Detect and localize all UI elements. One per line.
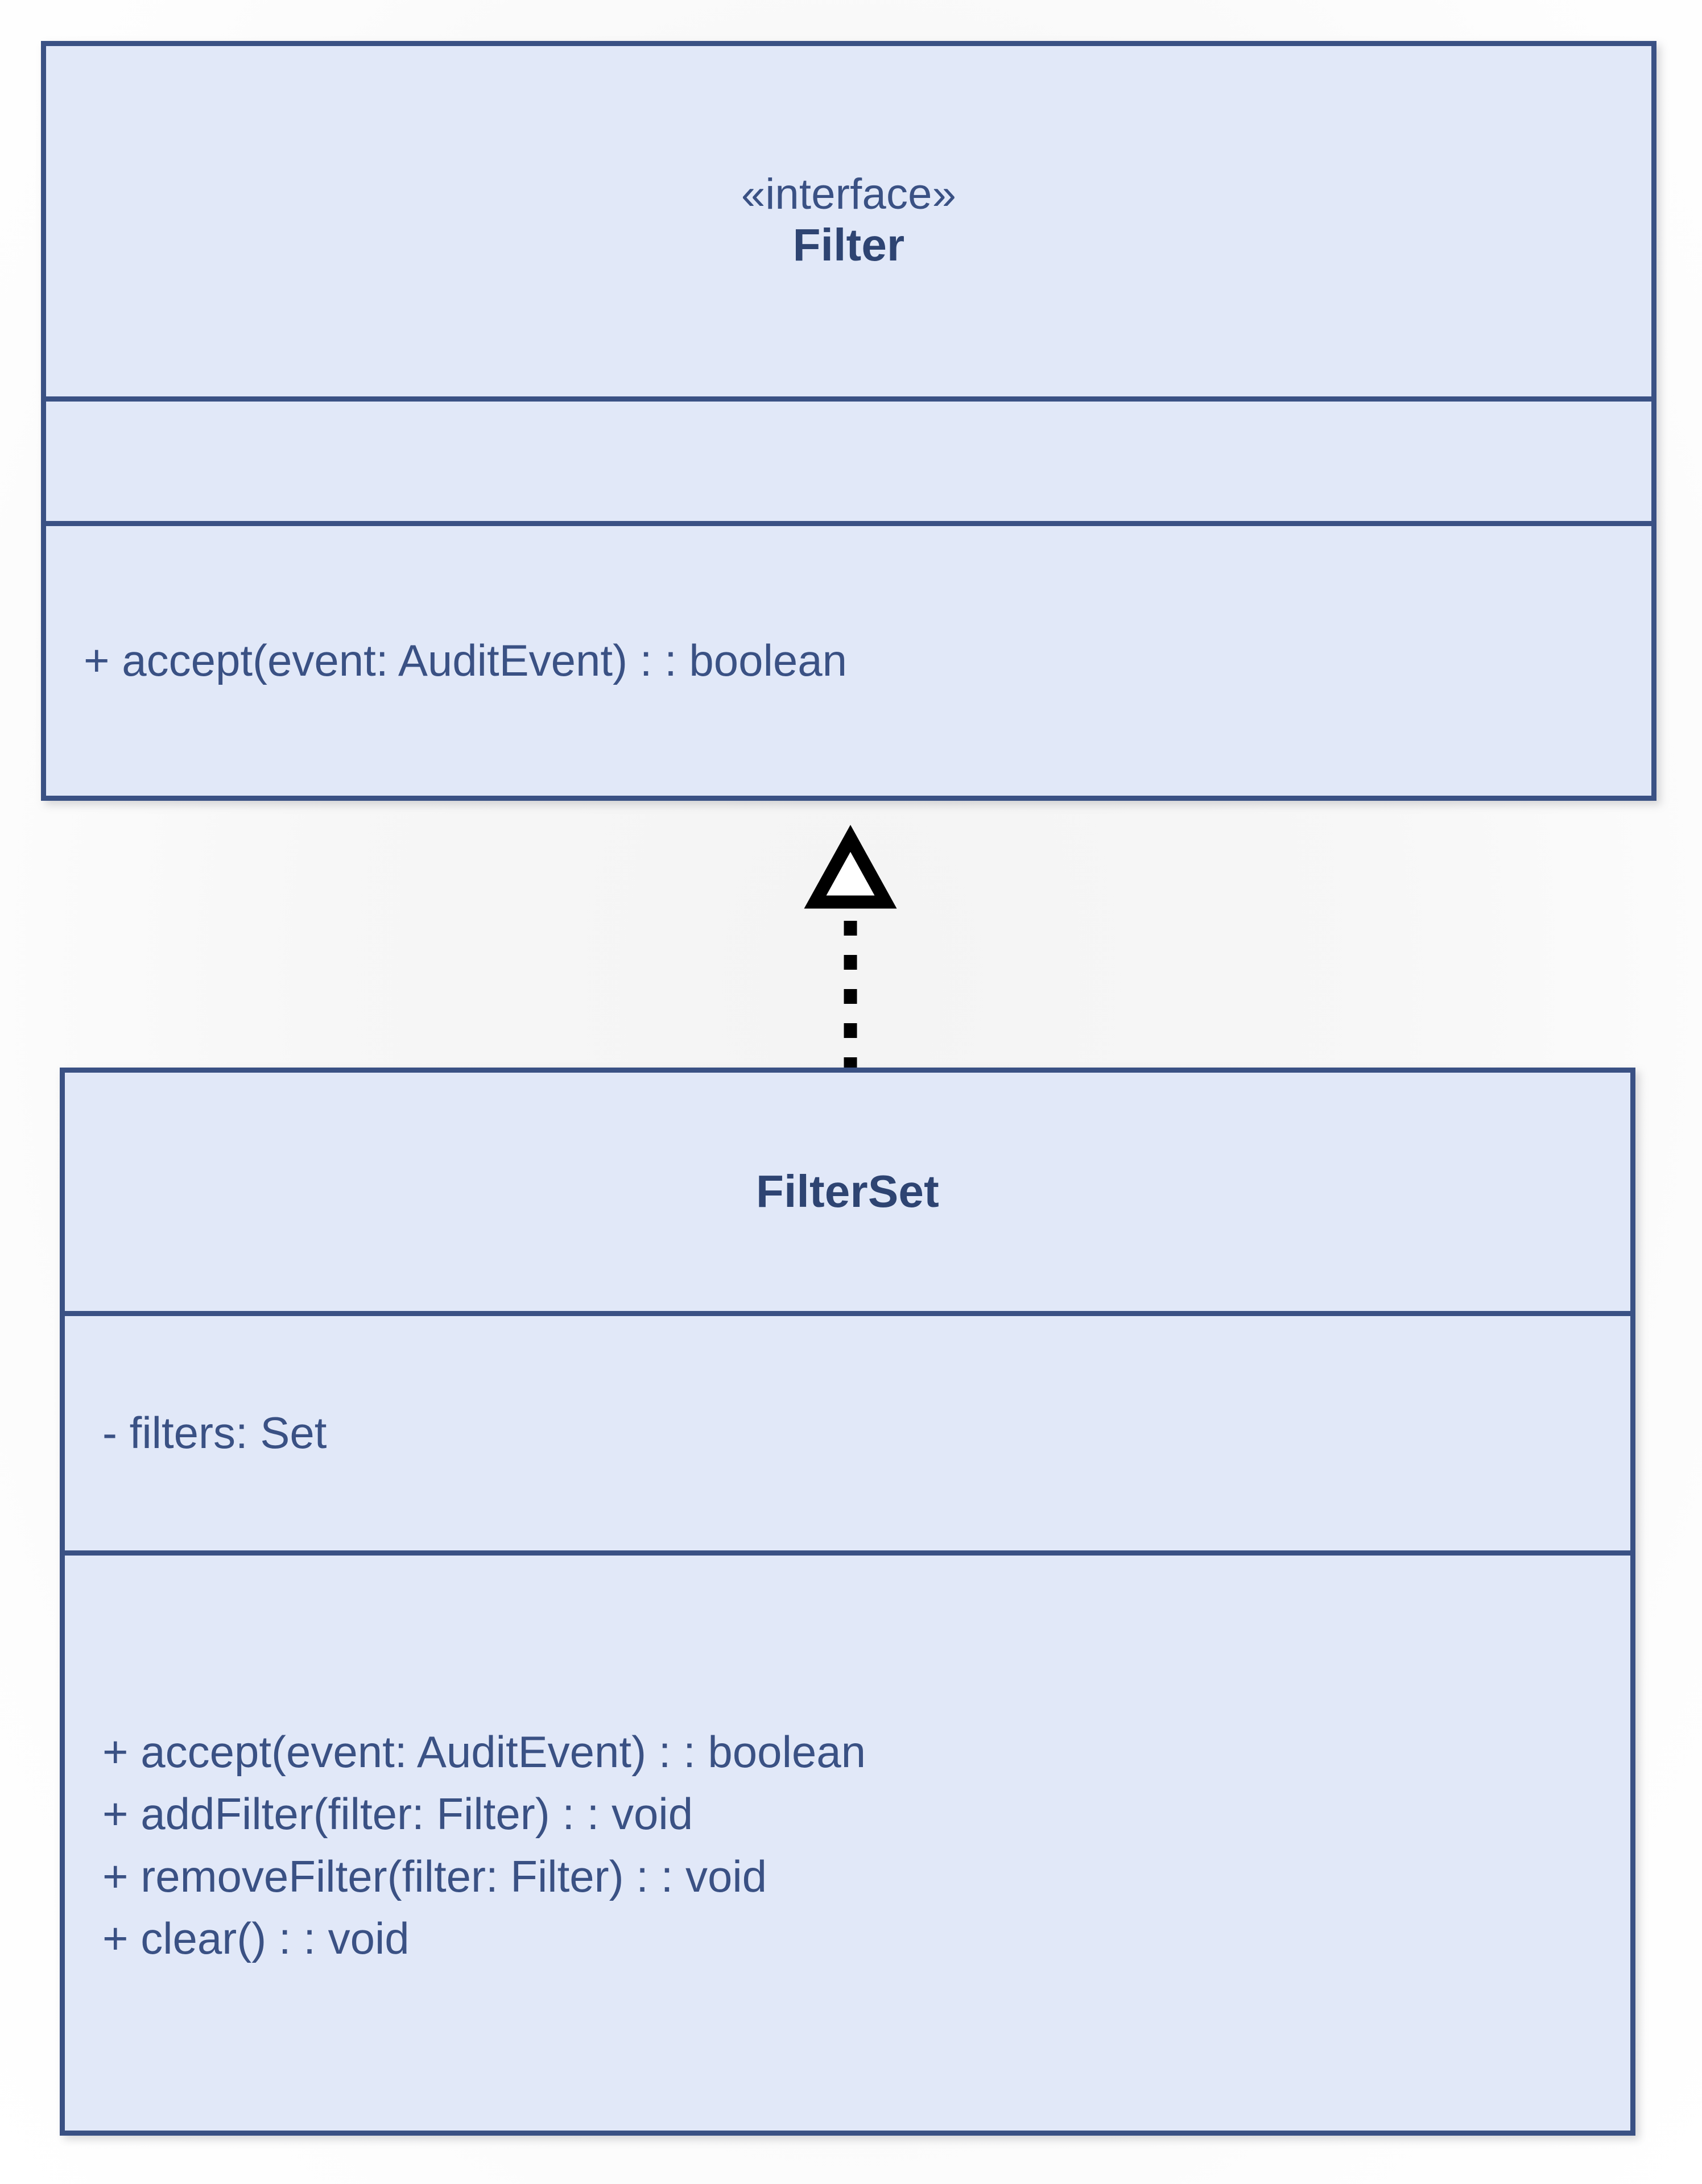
operation-row: + removeFilter(filter: Filter) : : void [102,1851,767,1901]
hollow-triangle-arrowhead [804,825,897,909]
attribute-row: - filters: Set [102,1408,327,1458]
uml-class-filter[interactable]: «interface» Filter + accept(event: Audit… [41,41,1656,801]
realization-connector-filterset-to-filter[interactable] [796,825,904,1072]
class-attributes-filter [46,396,1651,521]
class-operations-filterset: + accept(event: AuditEvent) : : boolean … [65,1550,1630,2131]
uml-class-filterset[interactable]: FilterSet - filters: Set + accept(event:… [60,1068,1635,2136]
operation-row: + clear() : : void [102,1913,410,1963]
class-name-filter: Filter [792,220,905,271]
operation-row: + addFilter(filter: Filter) : : void [102,1789,693,1839]
class-header-filterset: FilterSet [65,1073,1630,1311]
class-name-filterset: FilterSet [756,1166,939,1217]
operation-row: + accept(event: AuditEvent) : : boolean [102,1727,866,1777]
class-attributes-filterset: - filters: Set [65,1311,1630,1550]
class-operations-filter: + accept(event: AuditEvent) : : boolean [46,521,1651,796]
realization-arrow-icon [804,825,897,1072]
class-header-filter: «interface» Filter [46,46,1651,396]
operation-row: + accept(event: AuditEvent) : : boolean [84,635,848,686]
class-stereotype: «interface» [741,170,957,219]
